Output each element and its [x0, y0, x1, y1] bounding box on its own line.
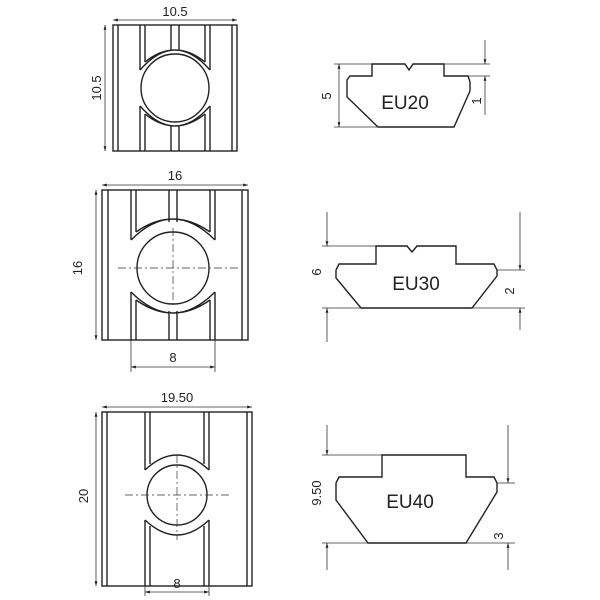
eu30-profile-height-label: 6	[309, 268, 324, 275]
eu40-step-label: 3	[491, 532, 506, 539]
eu40-label: EU40	[386, 492, 434, 513]
eu30-height-label: 16	[70, 261, 85, 275]
eu40-profile-height-label: 9.50	[309, 480, 324, 505]
eu40-top-view: 19.50 20 8	[76, 390, 253, 596]
eu30-top-view: 16 16 8	[70, 168, 249, 372]
eu30-label: EU30	[392, 274, 440, 295]
eu20-height-label: 10.5	[89, 75, 104, 100]
eu20-top-view: 10.5 10.5	[89, 4, 238, 152]
eu20-profile: EU20 5 1	[319, 40, 490, 128]
eu40-slot-label: 8	[173, 576, 180, 591]
eu20-label: EU20	[381, 93, 429, 114]
eu40-height-label: 20	[76, 489, 91, 503]
eu30-width-label: 16	[168, 168, 182, 183]
eu40-profile: EU40 9.50 3	[309, 425, 515, 570]
eu30-step-label: 2	[502, 287, 517, 294]
eu30-profile: EU30 6 2	[309, 212, 525, 342]
eu30-slot-label: 8	[169, 350, 176, 365]
eu40-width-label: 19.50	[161, 390, 194, 405]
eu20-width-label: 10.5	[162, 4, 187, 19]
eu20-step-label: 1	[469, 97, 484, 104]
eu20-profile-height-label: 5	[319, 92, 334, 99]
